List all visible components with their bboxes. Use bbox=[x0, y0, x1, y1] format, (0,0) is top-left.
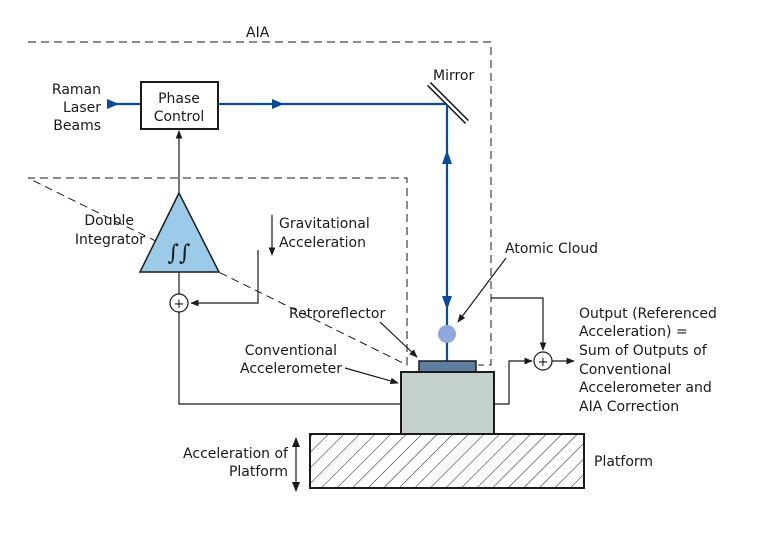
sum-to-accelerometer-wire bbox=[178, 312, 401, 405]
output-label-2: Acceleration) = bbox=[579, 324, 688, 340]
platform-label: Platform bbox=[594, 454, 653, 470]
raman-label-1: Raman bbox=[52, 82, 101, 98]
raman-label-3: Beams bbox=[53, 118, 101, 134]
output-label-5: Accelerometer and bbox=[579, 380, 712, 396]
sum-junction-1-symbol: + bbox=[174, 297, 185, 312]
gravitational-label-1: Gravitational bbox=[279, 216, 370, 232]
sum-junction-2-symbol: + bbox=[538, 355, 549, 370]
beam-arrow-right bbox=[272, 99, 284, 109]
integral-symbol: ∫∫ bbox=[168, 241, 191, 266]
conv-accel-label-2: Accelerometer bbox=[240, 361, 342, 377]
platform-block bbox=[309, 433, 585, 489]
output-label-1: Output (Referenced bbox=[579, 306, 717, 322]
phase-control-label-2: Control bbox=[154, 109, 205, 125]
phase-control-label-1: Phase bbox=[158, 91, 200, 107]
raman-label-2: Laser bbox=[63, 100, 101, 116]
double-integrator-label-1: Double bbox=[84, 213, 134, 229]
gravitational-label-2: Acceleration bbox=[279, 235, 366, 251]
beam-arrow-up bbox=[442, 150, 452, 164]
retroreflector bbox=[418, 360, 477, 373]
accelerometer-to-output-sum-wire bbox=[494, 357, 533, 405]
conv-accel-label-1: Conventional bbox=[245, 343, 337, 359]
output-label-3: Sum of Outputs of bbox=[579, 343, 708, 359]
atomic-cloud bbox=[438, 325, 456, 343]
accel-platform-label-2: Platform bbox=[229, 464, 288, 480]
beam-input-arrow bbox=[107, 99, 119, 109]
retroreflector-pointer bbox=[379, 321, 418, 358]
accel-platform-label-1: Acceleration of bbox=[183, 446, 289, 462]
double-integrator-label-2: Integrator bbox=[75, 232, 145, 248]
aia-label: AIA bbox=[246, 25, 270, 41]
mirror-icon bbox=[427, 82, 469, 124]
conv-accel-pointer bbox=[344, 367, 399, 385]
atomic-cloud-label: Atomic Cloud bbox=[505, 241, 598, 257]
output-label-6: AIA Correction bbox=[579, 399, 679, 415]
double-arrow-icon bbox=[292, 437, 300, 492]
mirror-label: Mirror bbox=[433, 68, 474, 84]
beam-arrow-down bbox=[442, 296, 452, 310]
gravity-to-sum-wire bbox=[190, 250, 259, 307]
atomic-cloud-pointer bbox=[457, 257, 507, 323]
aia-boundary bbox=[27, 41, 492, 366]
retroreflector-label: Retroreflector bbox=[289, 306, 385, 322]
conventional-accelerometer bbox=[400, 371, 495, 435]
output-label-4: Conventional bbox=[579, 362, 671, 378]
aia-to-output-sum-wire bbox=[491, 297, 547, 351]
phase-control-box bbox=[140, 81, 219, 130]
